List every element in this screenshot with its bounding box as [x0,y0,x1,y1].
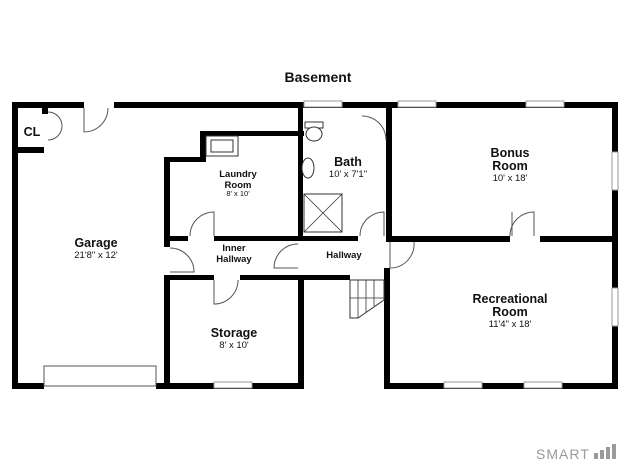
bonus-label-2: Room [492,159,527,173]
stairs [349,279,385,319]
storage-dims: 8' x 10' [219,340,249,351]
recreational-label-1: Recreational [472,292,547,306]
garage-door [43,365,157,387]
bonus-dims: 10' x 18' [493,173,528,184]
recreational-label-2: Room [492,305,527,319]
bath-dims: 10' x 7'1" [329,169,367,180]
inner-hallway-label-1: Inner [222,243,246,254]
plan-title: Basement [285,69,352,85]
closet-label: CL [24,125,41,139]
laundry-label-1: Laundry [219,169,257,180]
laundry-label-2: Room [225,180,252,191]
doors [47,107,535,305]
closet-wall [18,147,44,153]
bath-sink [301,157,315,179]
hallway-label: Hallway [326,250,362,261]
windows [43,100,619,389]
brand-label: SMART [536,446,590,462]
bars-icon [594,444,616,459]
inner-hallway-label-2: Hallway [216,254,252,265]
bonus-label-1: Bonus [491,146,530,160]
laundry-dims: 8' x 10' [226,189,250,198]
fixtures [205,121,385,319]
bath-label: Bath [334,155,362,169]
garage-label: Garage [74,236,117,250]
garage-dims: 21'8" x 12' [74,250,118,261]
walls [12,102,618,389]
recreational-dims: 11'4" x 18' [489,319,532,330]
storage-label: Storage [211,326,258,340]
